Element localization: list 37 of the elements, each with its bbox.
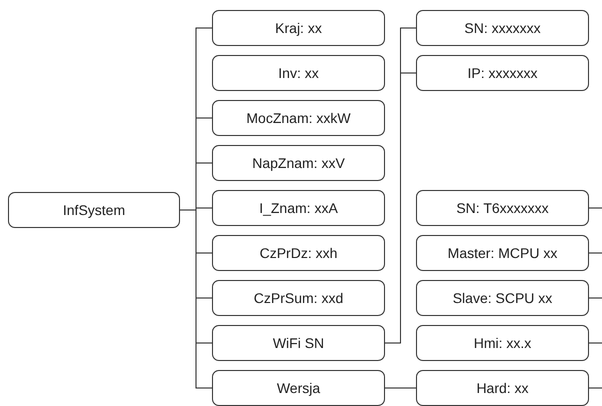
box-label: I_Znam: xxA (259, 200, 338, 216)
info-box (416, 235, 589, 271)
info-box (416, 10, 589, 46)
box-label: Hard: xx (476, 380, 529, 396)
box-label: NapZnam: xxV (252, 155, 345, 171)
info-box (212, 10, 385, 46)
box-label: MocZnam: xxkW (246, 110, 351, 126)
box-label: InfSystem (62, 202, 126, 218)
connector-line (588, 342, 602, 344)
info-box (416, 55, 589, 91)
info-box (212, 235, 385, 271)
info-box (212, 370, 385, 406)
box-label: Wersja (276, 380, 320, 396)
info-box (212, 145, 385, 181)
box-label: Master: MCPU xx (448, 245, 558, 261)
connector-line (588, 252, 602, 254)
box-label: WiFi SN (272, 335, 324, 351)
box-label: CzPrDz: xxh (260, 245, 338, 261)
box-label: Kraj: xx (275, 20, 322, 36)
info-box (212, 325, 385, 361)
info-box (416, 325, 589, 361)
info-box (212, 280, 385, 316)
info-box (416, 190, 589, 226)
box-label: Slave: SCPU xx (452, 290, 552, 306)
box-label: SN: xxxxxxx (464, 20, 541, 36)
box-label: Hmi: xx.x (474, 335, 532, 351)
info-box (212, 100, 385, 136)
info-box (212, 190, 385, 226)
box-label: CzPrSum: xxd (254, 290, 344, 306)
info-box (212, 55, 385, 91)
box-label: IP: xxxxxxx (467, 65, 538, 81)
box-label: Inv: xx (278, 65, 319, 81)
info-box (416, 280, 589, 316)
box-label: SN: T6xxxxxxx (456, 200, 549, 216)
info-box (416, 370, 589, 406)
info-box (8, 192, 180, 228)
connector-line (180, 210, 212, 388)
